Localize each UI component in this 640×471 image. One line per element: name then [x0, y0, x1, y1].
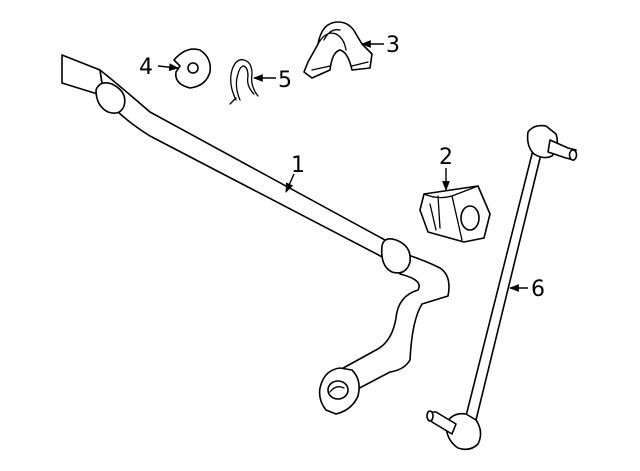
callout-6: 6 [531, 277, 545, 302]
leader-1 [285, 173, 295, 193]
callout-5: 5 [278, 68, 292, 93]
stabilizer-link [426, 124, 578, 451]
stabilizer-bar-bushing [419, 185, 491, 243]
callout-1: 1 [291, 153, 305, 178]
callout-2: 2 [439, 145, 453, 170]
callout-3: 3 [386, 33, 400, 58]
bushing-bracket [303, 21, 373, 79]
callout-4: 4 [139, 55, 153, 80]
retaining-clip [229, 59, 259, 105]
washer [173, 48, 212, 89]
callout-leaders [157, 40, 528, 292]
leader-4 [157, 63, 179, 72]
stabilizer-bar [61, 54, 450, 415]
